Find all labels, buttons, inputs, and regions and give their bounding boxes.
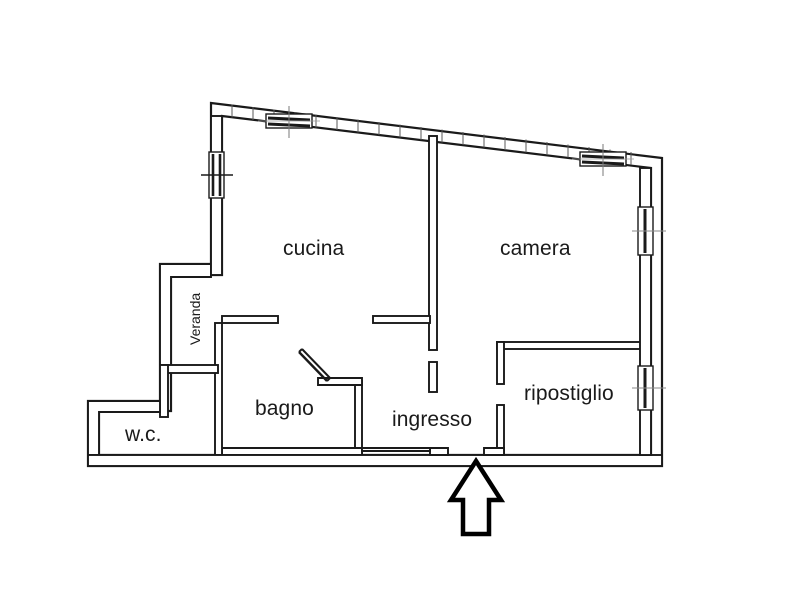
window-left-cucina-icon: [201, 151, 233, 199]
wall-ingresso-threshold-right: [483, 447, 505, 456]
window-right-camera-icon: [632, 206, 666, 256]
room-label-veranda: Veranda: [187, 292, 203, 345]
window-right-ripostiglio-icon: [632, 365, 666, 411]
room-label-ingresso: ingresso: [392, 408, 473, 431]
wall-veranda-wc-left: [159, 364, 169, 418]
wall-ingresso-threshold-left: [429, 447, 449, 456]
door-bagno: [298, 348, 331, 382]
wall-veranda-outline: [159, 263, 212, 373]
room-label-camera: camera: [500, 237, 571, 260]
wall-cucina-bagno-right: [372, 315, 431, 324]
room-label-wc: w.c.: [125, 423, 162, 446]
wall-ingresso-upper: [428, 361, 438, 393]
room-label-cucina: cucina: [283, 237, 345, 260]
window-top-camera-icon: [572, 144, 634, 176]
wall-ripostiglio-stub-top: [496, 341, 505, 385]
outer-walls: [86, 101, 664, 468]
window-top-cucina-icon: [258, 106, 320, 138]
room-label-ripostiglio: ripostiglio: [524, 382, 614, 405]
entrance-arrow-icon: [446, 456, 506, 537]
wall-bagno-bottom: [221, 447, 363, 456]
wall-camera-ripostiglio: [496, 341, 646, 350]
wall-bagno-right: [354, 380, 363, 456]
interior-walls: [87, 115, 663, 467]
wall-cucina-camera: [428, 135, 438, 351]
wall-ingresso-sill: [361, 447, 431, 452]
wall-cucina-bagno-left: [221, 315, 279, 324]
wall-right-inner: [639, 167, 652, 456]
room-label-bagno: bagno: [255, 397, 314, 420]
wall-bottom-outer: [87, 454, 663, 467]
wall-bagno-left: [214, 322, 223, 456]
